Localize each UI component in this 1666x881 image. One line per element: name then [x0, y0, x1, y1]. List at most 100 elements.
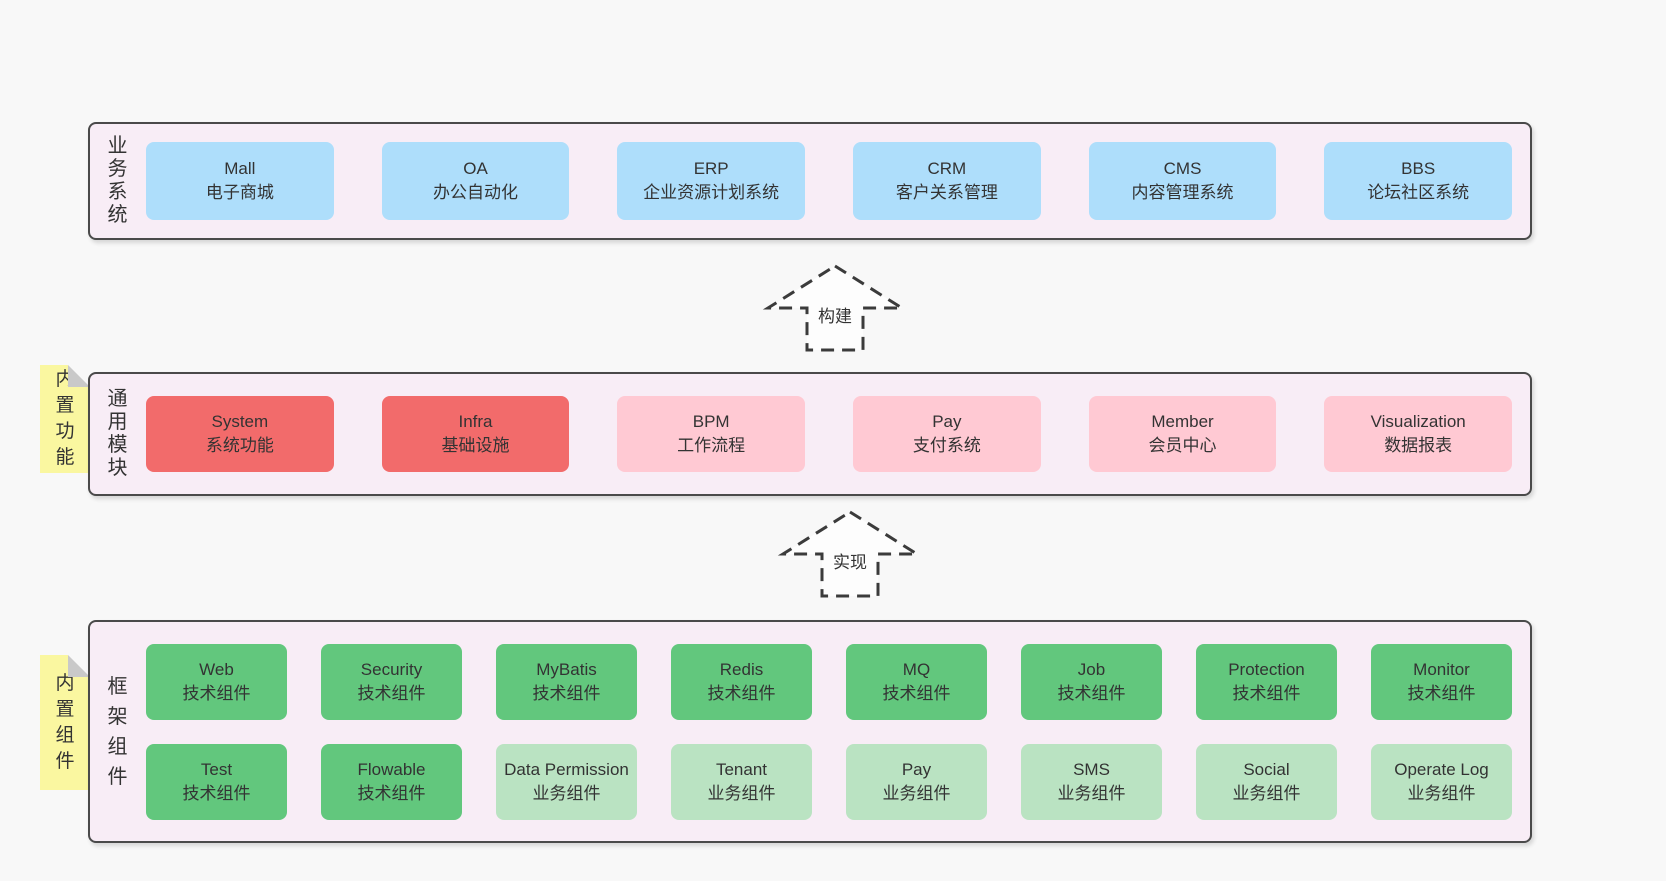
- box-pay: Pay 支付系统: [853, 396, 1041, 472]
- common-modules-label-text: 通用模块: [107, 388, 128, 479]
- business-systems-panel: 业务系统 Mall 电子商城 OA 办公自动化 ERP 企业资源计划系统 CRM…: [88, 122, 1532, 240]
- box-protection: Protection 技术组件: [1196, 643, 1337, 720]
- sticky-note-text: 内置组件: [55, 672, 75, 772]
- box-web: Web 技术组件: [146, 643, 287, 720]
- box-subtitle: 技术组件: [1407, 683, 1476, 703]
- box-title: Mall: [224, 159, 256, 178]
- box-subtitle: 技术组件: [1057, 683, 1126, 703]
- box-oa: OA 办公自动化: [381, 142, 570, 220]
- box-cms: CMS 内容管理系统: [1088, 142, 1277, 220]
- box-subtitle: 业务组件: [707, 783, 776, 803]
- box-subtitle: 企业资源计划系统: [643, 183, 780, 202]
- box-subtitle: 技术组件: [707, 683, 776, 703]
- box-bbs: BBS 论坛社区系统: [1324, 142, 1513, 220]
- common-modules-label: 通用模块: [106, 388, 129, 480]
- box-erp: ERP 企业资源计划系统: [617, 142, 806, 220]
- box-mall: Mall 电子商城: [146, 142, 334, 220]
- box-subtitle: 会员中心: [1148, 436, 1217, 455]
- box-title: CMS: [1163, 159, 1202, 178]
- implement-arrow-label: 实现: [831, 548, 869, 573]
- box-title: Tenant: [715, 759, 768, 779]
- box-title: MyBatis: [536, 659, 597, 679]
- box-subtitle: 论坛社区系统: [1367, 183, 1470, 202]
- box-subtitle: 业务组件: [1232, 783, 1301, 803]
- sticky-note-builtin-components: 内置组件: [40, 655, 90, 790]
- box-subtitle: 办公自动化: [433, 183, 518, 202]
- box-subtitle: 技术组件: [357, 783, 426, 803]
- framework-components-label: 框架组件: [106, 672, 129, 792]
- box-title: Test: [200, 759, 233, 779]
- box-title: Job: [1077, 659, 1106, 679]
- sticky-note-builtin-features: 内置功能: [40, 365, 90, 473]
- business-systems-boxes: Mall 电子商城 OA 办公自动化 ERP 企业资源计划系统 CRM 客户关系…: [146, 124, 1513, 238]
- box-title: MQ: [902, 659, 931, 679]
- box-title: Visualization: [1370, 412, 1466, 431]
- box-data-permission: Data Permission 业务组件: [496, 743, 637, 820]
- box-subtitle: 技术组件: [1232, 683, 1301, 703]
- box-title: OA: [463, 159, 488, 178]
- box-subtitle: 系统功能: [205, 436, 274, 455]
- box-title: Pay: [901, 759, 932, 779]
- box-subtitle: 技术组件: [182, 783, 251, 803]
- box-title: Protection: [1228, 659, 1305, 679]
- framework-components-boxes: Web 技术组件 Security 技术组件 MyBatis 技术组件 Redi…: [146, 622, 1512, 841]
- sticky-fold-corner: [68, 655, 90, 677]
- box-visualization: Visualization 数据报表: [1324, 396, 1513, 472]
- box-title: CRM: [927, 159, 967, 178]
- box-subtitle: 业务组件: [532, 783, 601, 803]
- box-title: Web: [199, 659, 234, 679]
- box-subtitle: 技术组件: [882, 683, 951, 703]
- box-security: Security 技术组件: [321, 643, 462, 720]
- components-row-2: Test 技术组件 Flowable 技术组件 Data Permission …: [146, 743, 1512, 820]
- box-title: Operate Log: [1394, 759, 1489, 779]
- sticky-fold-corner: [68, 365, 90, 387]
- box-subtitle: 技术组件: [532, 683, 601, 703]
- box-system: System 系统功能: [146, 396, 334, 472]
- box-subtitle: 业务组件: [1057, 783, 1126, 803]
- box-member: Member 会员中心: [1088, 396, 1277, 472]
- box-monitor: Monitor 技术组件: [1371, 643, 1512, 720]
- box-redis: Redis 技术组件: [671, 643, 812, 720]
- components-row-1: Web 技术组件 Security 技术组件 MyBatis 技术组件 Redi…: [146, 643, 1512, 720]
- box-title: BPM: [692, 412, 730, 431]
- box-title: Flowable: [357, 759, 426, 779]
- box-subtitle: 基础设施: [441, 436, 510, 455]
- implement-arrow: 实现: [775, 508, 925, 600]
- business-systems-label: 业务系统: [106, 135, 129, 227]
- common-modules-panel: 通用模块 System 系统功能 Infra 基础设施 BPM 工作流程 Pay…: [88, 372, 1532, 496]
- box-subtitle: 业务组件: [882, 783, 951, 803]
- box-title: System: [211, 412, 269, 431]
- build-arrow: 构建: [760, 262, 910, 354]
- box-title: Monitor: [1413, 659, 1470, 679]
- box-job: Job 技术组件: [1021, 643, 1162, 720]
- box-subtitle: 电子商城: [205, 183, 274, 202]
- box-title: SMS: [1073, 759, 1110, 779]
- box-crm: CRM 客户关系管理: [853, 142, 1041, 220]
- box-subtitle: 支付系统: [912, 436, 981, 455]
- box-mybatis: MyBatis 技术组件: [496, 643, 637, 720]
- box-title: Redis: [719, 659, 764, 679]
- box-title: Member: [1151, 412, 1214, 431]
- box-tenant: Tenant 业务组件: [671, 743, 812, 820]
- build-arrow-label: 构建: [816, 302, 854, 327]
- box-infra: Infra 基础设施: [381, 396, 570, 472]
- box-title: Security: [360, 659, 423, 679]
- box-subtitle: 工作流程: [677, 436, 746, 455]
- box-test: Test 技术组件: [146, 743, 287, 820]
- box-title: ERP: [693, 159, 729, 178]
- box-title: BBS: [1401, 159, 1436, 178]
- box-pay-biz: Pay 业务组件: [846, 743, 987, 820]
- box-flowable: Flowable 技术组件: [321, 743, 462, 820]
- box-subtitle: 客户关系管理: [895, 183, 998, 202]
- box-title: Infra: [458, 412, 493, 431]
- box-subtitle: 数据报表: [1384, 436, 1453, 455]
- box-subtitle: 技术组件: [357, 683, 426, 703]
- box-title: Pay: [932, 412, 962, 431]
- business-systems-label-text: 业务系统: [107, 135, 128, 226]
- box-subtitle: 业务组件: [1407, 783, 1476, 803]
- box-subtitle: 内容管理系统: [1131, 183, 1234, 202]
- box-subtitle: 技术组件: [182, 683, 251, 703]
- box-title: Social: [1243, 759, 1290, 779]
- box-social: Social 业务组件: [1196, 743, 1337, 820]
